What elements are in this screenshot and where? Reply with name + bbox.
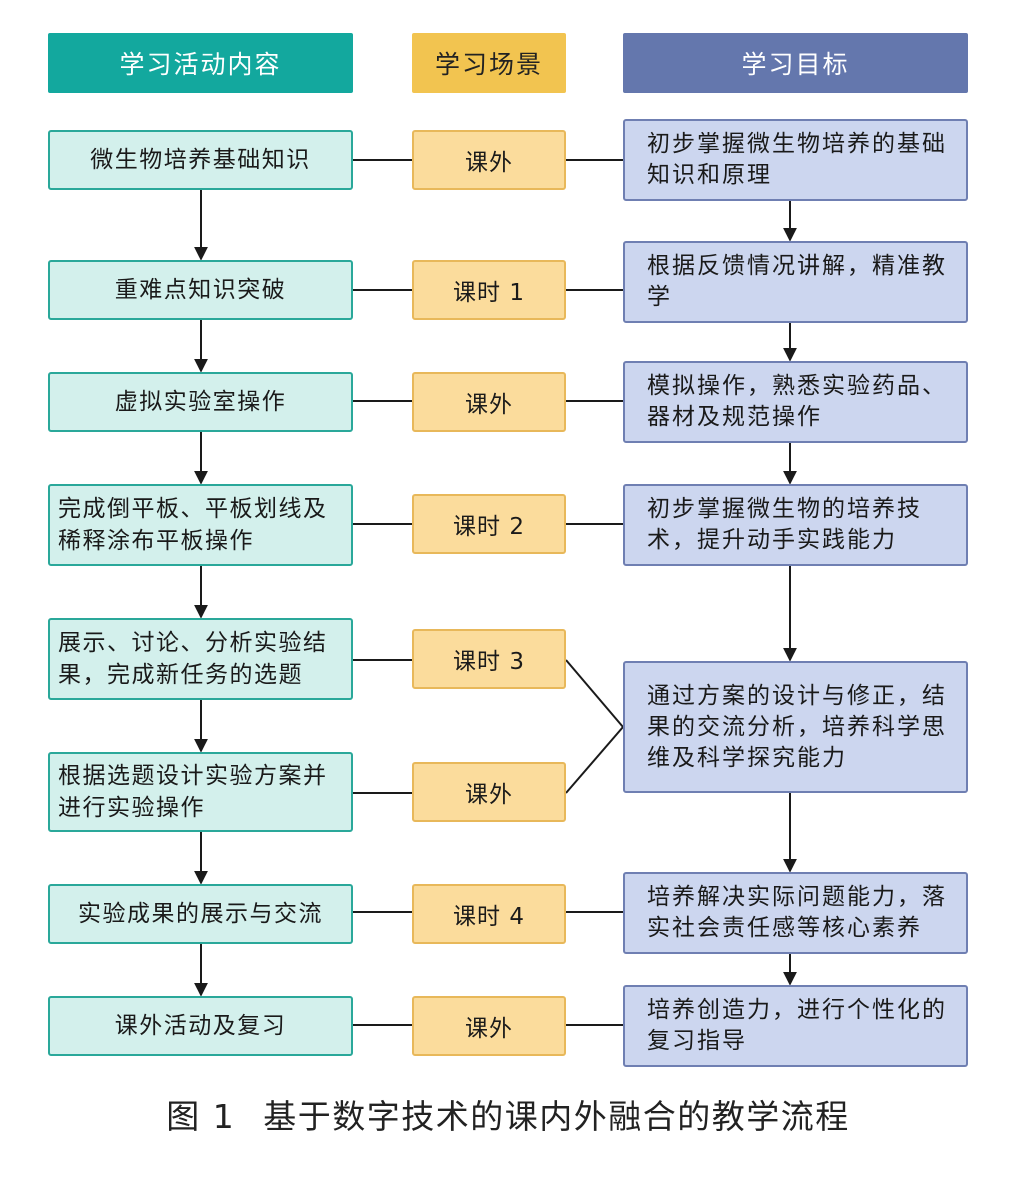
activity-box-7: 实验成果的展示与交流 <box>48 884 353 944</box>
activity-box-1: 微生物培养基础知识 <box>48 130 353 190</box>
goal-box-5: 通过方案的设计与修正，结果的交流分析，培养科学思维及科学探究能力 <box>623 661 968 793</box>
figure-caption: 图 1 基于数字技术的课内外融合的教学流程 <box>0 1090 1016 1138</box>
scene-box-6: 课外 <box>412 762 566 822</box>
scene-box-8: 课外 <box>412 996 566 1056</box>
activity-box-5: 展示、讨论、分析实验结果，完成新任务的选题 <box>48 618 353 700</box>
scene-box-3: 课外 <box>412 372 566 432</box>
activity-box-2: 重难点知识突破 <box>48 260 353 320</box>
activity-box-4: 完成倒平板、平板划线及稀释涂布平板操作 <box>48 484 353 566</box>
scene-box-2: 课时 1 <box>412 260 566 320</box>
activity-box-8: 课外活动及复习 <box>48 996 353 1056</box>
figure-title: 基于数字技术的课内外融合的教学流程 <box>263 1097 850 1136</box>
goal-box-3: 模拟操作，熟悉实验药品、器材及规范操作 <box>623 361 968 443</box>
scene-box-5: 课时 3 <box>412 629 566 689</box>
header-scenes: 学习场景 <box>412 33 566 93</box>
goal-box-4: 初步掌握微生物的培养技术，提升动手实践能力 <box>623 484 968 566</box>
activity-box-3: 虚拟实验室操作 <box>48 372 353 432</box>
figure-number: 图 1 <box>166 1097 236 1136</box>
goal-box-7: 培养创造力，进行个性化的复习指导 <box>623 985 968 1067</box>
goal-box-1: 初步掌握微生物培养的基础知识和原理 <box>623 119 968 201</box>
goal-box-2: 根据反馈情况讲解，精准教学 <box>623 241 968 323</box>
scene-box-7: 课时 4 <box>412 884 566 944</box>
scene-box-4: 课时 2 <box>412 494 566 554</box>
header-activities: 学习活动内容 <box>48 33 353 93</box>
goal-box-6: 培养解决实际问题能力，落实社会责任感等核心素养 <box>623 872 968 954</box>
header-goals: 学习目标 <box>623 33 968 93</box>
scene-box-1: 课外 <box>412 130 566 190</box>
activity-box-6: 根据选题设计实验方案并进行实验操作 <box>48 752 353 832</box>
